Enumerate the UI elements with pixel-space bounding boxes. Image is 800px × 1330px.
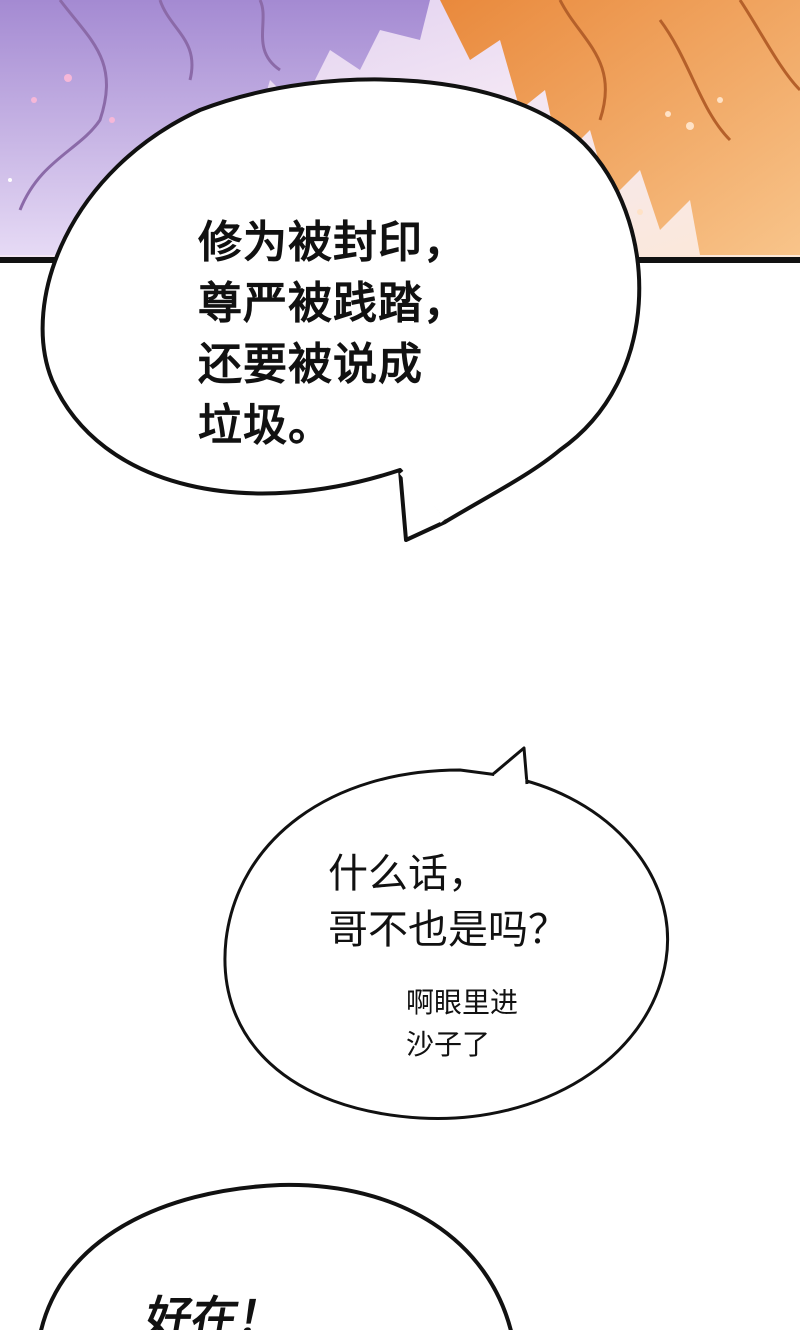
speech-text-middle: 什么话， 哥不也是吗？ — [328, 846, 568, 958]
speech-bubble-top — [40, 77, 642, 524]
aside-line: 沙子了 — [406, 1028, 491, 1061]
speech-text-top: 修为被封印， 尊严被践踏， 还要被说成 垃圾。 — [198, 212, 468, 456]
speech-aside-middle: 啊眼里进 沙子了 — [406, 982, 518, 1066]
speech-text-bottom: 好在！ — [141, 1288, 290, 1330]
speech-line: 哥不也是吗？ — [328, 907, 568, 953]
orange-hair-shape — [440, 0, 800, 255]
speech-line: 什么话， — [328, 851, 488, 897]
speech-line: 好在！ — [141, 1291, 289, 1330]
speech-line: 垃圾。 — [198, 400, 333, 451]
speech-bubble-middle — [223, 768, 669, 1121]
speech-line: 还要被说成 — [198, 339, 423, 390]
speech-line: 修为被封印， — [198, 217, 468, 268]
aside-line: 啊眼里进 — [406, 986, 519, 1019]
speech-bubble-bottom — [39, 1182, 513, 1330]
speech-line: 尊严被践踏， — [198, 278, 468, 329]
